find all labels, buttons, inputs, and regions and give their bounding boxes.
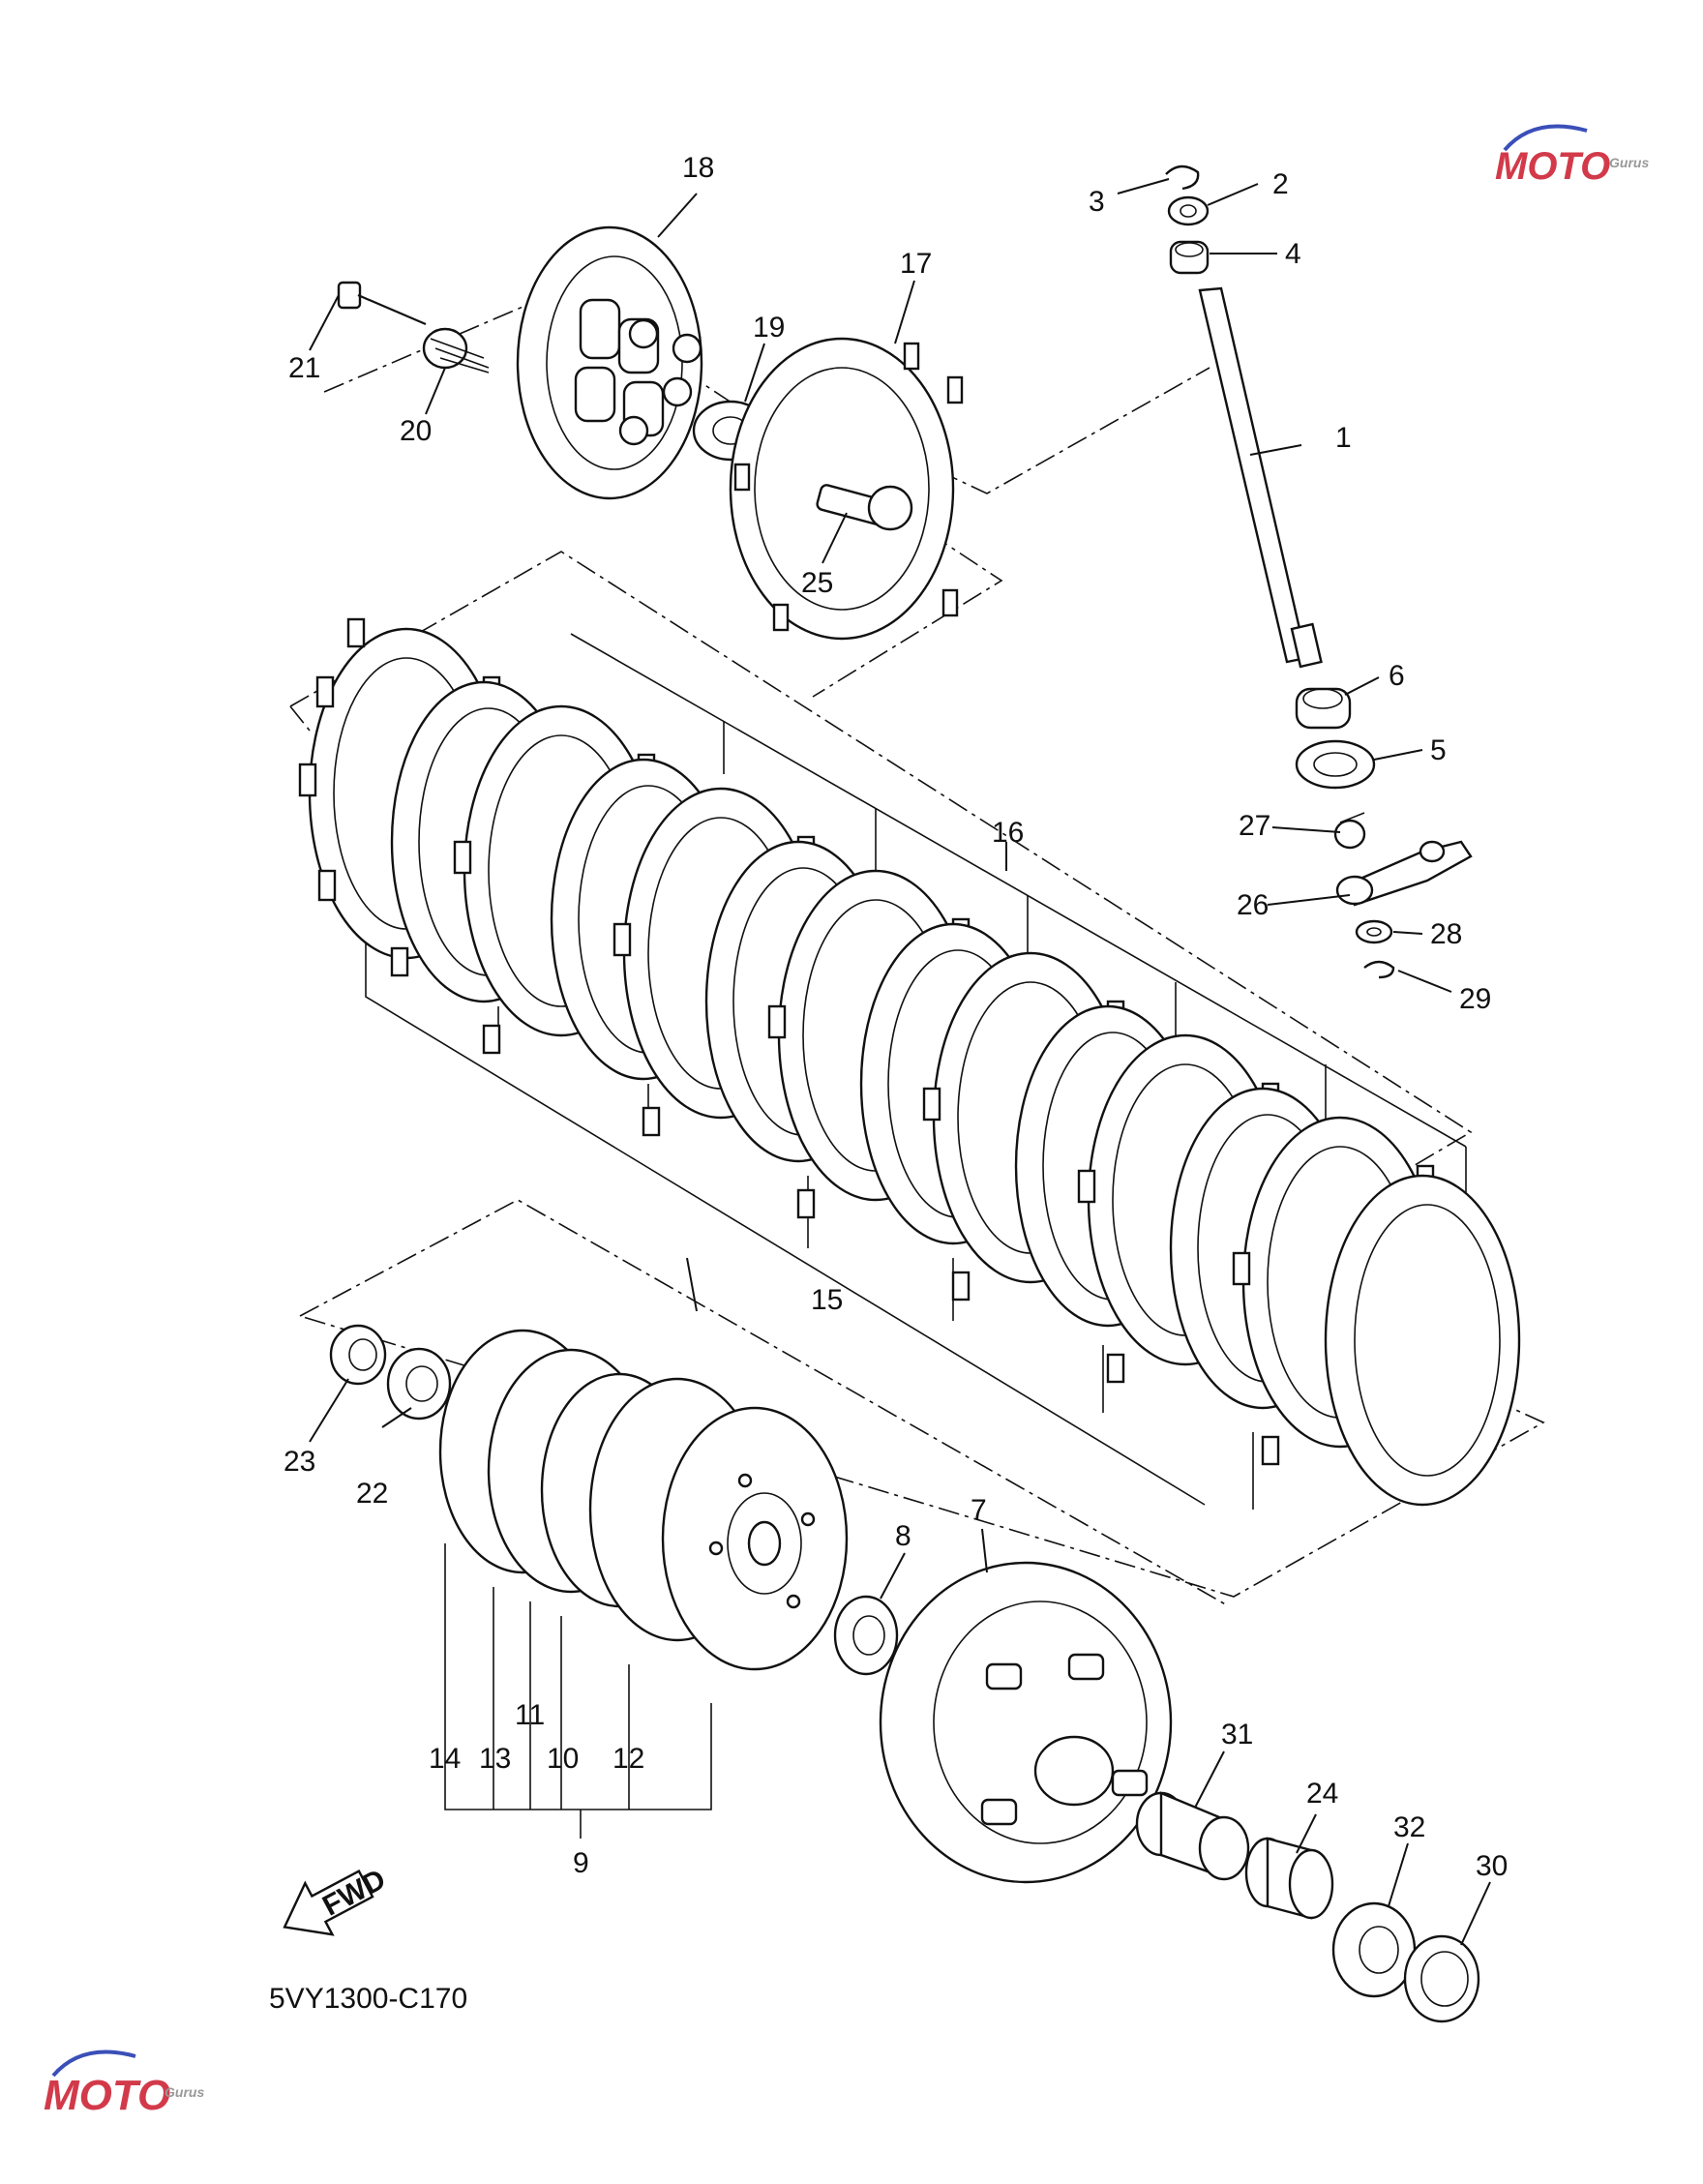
callout-16: 16 [992,817,1024,849]
bracket-9 [444,1543,712,1839]
callout-26: 26 [1237,889,1269,921]
callout-3: 3 [1089,186,1105,218]
callout-6: 6 [1389,660,1405,692]
callout-21: 21 [288,352,320,384]
callout-32: 32 [1393,1811,1425,1843]
fwd-arrow-icon: FWD [283,1863,391,1936]
callout-8: 8 [895,1520,911,1552]
nut-23 [329,1324,387,1386]
watermark-logo-top-right: MOTO Gurus [1495,124,1649,188]
gear-32 [1331,1901,1417,1998]
clutch-bolt [337,281,427,326]
callout-7: 7 [971,1494,987,1526]
primary-driven-gear-7 [879,1561,1173,1884]
pressure-plate [516,225,703,500]
callout-9: 9 [573,1847,589,1879]
callout-27: 27 [1239,810,1270,842]
push-rod-25 [816,484,913,531]
spring-27 [1333,812,1366,850]
lever-26 [1335,840,1473,907]
callout-23: 23 [284,1446,315,1478]
clutch-boss-9 [438,1329,849,1671]
svg-text:MOTO: MOTO [44,2072,170,2119]
svg-text:FWD: FWD [317,1863,391,1922]
bearing-4 [1169,240,1210,275]
callout-22: 22 [356,1478,388,1510]
callout-11: 11 [515,1699,545,1731]
callout-19: 19 [753,312,785,344]
callout-14: 14 [429,1743,461,1775]
callout-20: 20 [400,415,432,447]
bearing-6 [1295,687,1352,730]
pressure-plate-friction-17 [729,337,964,641]
callout-17: 17 [900,248,932,280]
callout-28: 28 [1430,918,1462,950]
callout-15: 15 [811,1284,843,1316]
needle-bearing-24 [1244,1837,1334,1920]
thrust-washer-8 [833,1595,899,1676]
circlip-3 [1165,165,1200,191]
clutch-spring [422,327,490,374]
group-outline-lower [299,1199,1230,1607]
spacer-31 [1135,1791,1250,1881]
leader-lines [309,178,1491,1946]
push-shaft-1 [1198,286,1323,669]
washer-22 [386,1347,452,1421]
callout-4: 4 [1285,238,1301,270]
svg-text:Gurus: Gurus [1609,155,1649,170]
oil-seal-5 [1295,739,1376,790]
callout-24: 24 [1306,1778,1338,1810]
callout-10: 10 [547,1743,579,1775]
callout-labels: 1 2 3 4 5 6 7 8 9 10 11 12 13 14 15 16 1… [284,152,1508,1882]
callout-12: 12 [612,1743,644,1775]
washer-2 [1167,195,1210,226]
washer-30 [1403,1934,1480,2023]
callout-5: 5 [1430,734,1447,766]
callout-31: 31 [1221,1719,1253,1750]
watermark-logo-bottom-left: MOTO Gurus [44,2049,204,2119]
callout-30: 30 [1476,1850,1508,1882]
steel-plate-last [1324,1174,1521,1507]
callout-29: 29 [1459,983,1491,1015]
circlip-29 [1363,960,1395,979]
washer-28 [1355,919,1393,944]
callout-13: 13 [479,1743,511,1775]
clutch-plate-stack [298,617,1521,1507]
svg-text:MOTO: MOTO [1495,145,1610,188]
callout-18: 18 [682,152,714,184]
diagram-code: 5VY1300-C170 [269,1983,467,2015]
callout-25: 25 [801,567,833,599]
callout-1: 1 [1335,422,1352,454]
svg-text:Gurus: Gurus [164,2084,204,2100]
callout-2: 2 [1272,168,1289,200]
